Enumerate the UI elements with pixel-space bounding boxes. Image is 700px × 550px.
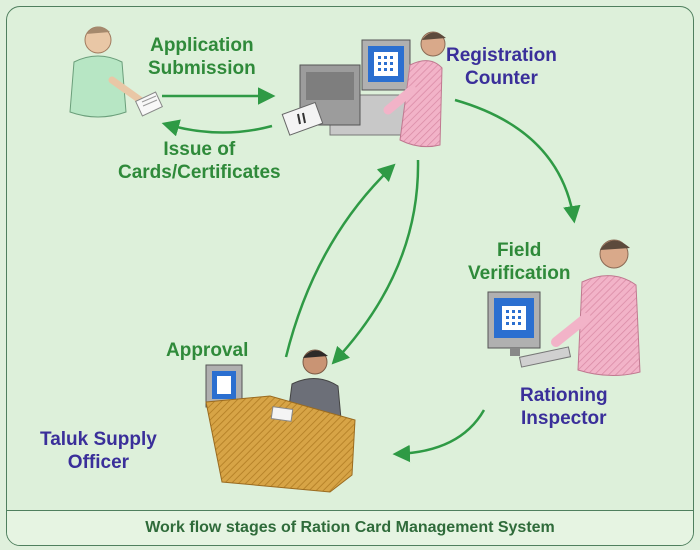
arrow-officer-to-counter xyxy=(284,163,396,358)
caption-bar: Work flow stages of Ration Card Manageme… xyxy=(7,510,693,545)
label-taluk-supply-officer: Taluk Supply Officer xyxy=(40,429,157,473)
arrow-issue xyxy=(161,119,273,137)
taluk-supply-officer-figure xyxy=(205,349,356,493)
label-application-submission: Application Submission xyxy=(148,35,256,79)
label-approval: Approval xyxy=(166,340,249,361)
rationing-inspector-figure xyxy=(487,239,641,376)
workflow-arrows xyxy=(161,87,581,463)
applicant-figure xyxy=(69,26,164,118)
arrow-counter-to-officer xyxy=(331,159,420,365)
label-issue-of-cards: Issue of Cards/Certificates xyxy=(118,139,281,183)
arrow-inspector-to-officer xyxy=(392,409,486,463)
registration-clerk-figure xyxy=(281,31,446,148)
arrow-to-field-verification xyxy=(454,98,581,224)
label-registration-counter: Registration Counter xyxy=(446,45,557,89)
label-rationing-inspector: Rationing Inspector xyxy=(520,385,608,429)
diagram-caption: Work flow stages of Ration Card Manageme… xyxy=(145,519,555,536)
label-field-verification: Field Verification xyxy=(468,240,571,284)
